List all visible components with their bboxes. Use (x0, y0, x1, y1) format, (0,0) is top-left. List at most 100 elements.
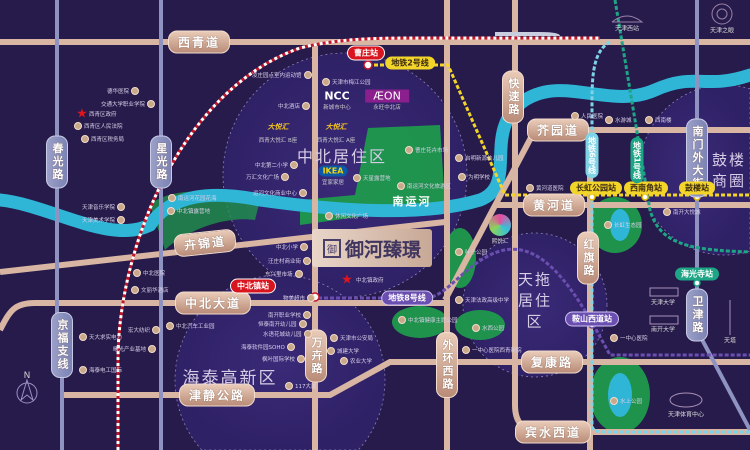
poi-label: 中北镇露营地 (167, 207, 210, 215)
poi-icon (300, 243, 309, 251)
poi-icon (147, 100, 156, 108)
poi-text: 交通大学职业学院 (101, 102, 146, 108)
station-zhongbeizhen[interactable]: 中北镇站 (230, 278, 276, 294)
nku-label: 南开大学 (650, 326, 676, 334)
poi-label: 中北汽车工业园 (166, 322, 215, 330)
station-changhong[interactable]: 长虹公园站 (570, 181, 622, 195)
poi-text: 凌庄园点室内运动馆 (252, 73, 302, 79)
poi-icon (299, 189, 308, 197)
road-label-chunguang: 春光路 (46, 135, 68, 189)
station-xinanjiao[interactable]: 西南角站 (624, 181, 668, 195)
poi-icon (455, 248, 463, 256)
poi-icon (152, 326, 161, 334)
zone-gulou: 鼓楼商圈 (711, 151, 746, 190)
poi-label: 凌庄园点室内运动馆 (252, 71, 312, 79)
poi-icon (307, 294, 316, 302)
poi-text: 一中心医院西青新院 (472, 348, 522, 354)
road-label-waihuan: 外环西路 (436, 332, 458, 398)
dayuehui-b-label: 西青大悦汇 B座 (258, 138, 298, 144)
poi-label: 城建大学 (327, 347, 359, 355)
poi-text: 西青区税务局 (91, 137, 125, 143)
xiyuehui-label: 熙悦汇 (491, 239, 509, 245)
poi-label: 文丽华酒店 (131, 286, 169, 294)
road-chunguang (55, 0, 64, 450)
poi-text: 为明学校 (468, 175, 491, 181)
poi-icon (645, 116, 653, 124)
poi-label: 启明新源幼儿园 (455, 154, 504, 162)
poi-text: 南运河文化旅游区 (407, 184, 452, 190)
poi-icon (325, 212, 333, 220)
poi-icon (131, 87, 140, 95)
zone-zhongbei: 中北居住区 (296, 147, 388, 166)
poi-label: 南运河文化旅游区 (397, 182, 451, 190)
poi-icon (303, 257, 312, 265)
poi-text: 德华医院 (107, 89, 130, 95)
green-shuixi (455, 310, 505, 340)
poi-label: 汪庄村商业街 (268, 257, 312, 265)
poi-icon (281, 173, 290, 181)
road-label-fukang: 复康路 (520, 350, 584, 374)
poi-label: 枫叶国际学校 (262, 355, 306, 363)
poi-icon (472, 324, 480, 332)
dayuehui-a-logo: 大悦汇 (325, 123, 347, 131)
poi-text: 中北镇政府 (356, 278, 384, 284)
poi-label: 天津音乐学院 (82, 203, 126, 211)
intercity-rail-dash (116, 36, 600, 450)
poi-text: 东兴里市场 (265, 272, 293, 278)
line-2-label: 地铁2号线 (385, 56, 435, 70)
train-icon (495, 32, 560, 36)
poi-icon (167, 207, 175, 215)
green-yezi (444, 228, 476, 288)
poi-label: 东兴里市场 (265, 270, 303, 278)
station-caozhuang[interactable]: 曹庄站 (347, 45, 385, 61)
district-circles (174, 52, 750, 450)
ncc-label: 新城市中心 (323, 105, 351, 111)
poi-label: 恒泰南开幼儿园 (258, 320, 307, 328)
poi-text: 一中心医院 (620, 336, 648, 342)
poi-label: 海泰电工国际 (79, 366, 122, 374)
compass-icon (16, 378, 38, 404)
poi-text: 117大厦 (295, 384, 317, 390)
poi-text: 枫叶国际学校 (262, 357, 296, 363)
poi-text: 万汇文化广场 (246, 175, 280, 181)
poi-label: 交通大学职业学院 (101, 100, 156, 108)
poi-text: 南开职业学校 (268, 313, 302, 319)
poi-icon (397, 182, 405, 190)
lake-changhong (610, 209, 630, 241)
poi-icon (285, 382, 293, 390)
tiantuo-district-circle (462, 232, 608, 378)
poi-label: 水语花城幼儿园 (263, 330, 312, 338)
poi-text: 叶子公园 (465, 250, 488, 256)
ikea-logo: IKEA (318, 165, 348, 177)
poi-label: 农业大学 (340, 357, 372, 365)
poi-text: 宏大纺织 (128, 328, 151, 334)
university-icons (649, 287, 703, 408)
station-haiguangsi[interactable]: 海光寺站 (675, 267, 719, 281)
poi-icon (604, 221, 612, 229)
station-anshanxidao[interactable]: 鞍山西道站 (565, 311, 619, 327)
station-gulou[interactable]: 鼓楼站 (679, 181, 715, 195)
poi-label: 一中心医院西青新院 (462, 346, 522, 354)
road-label-wanhui: 万卉路 (305, 329, 327, 383)
poi-icon (148, 345, 157, 353)
poi-text: 运河文化商业中心 (253, 191, 298, 197)
poi-icon (117, 216, 126, 224)
poi-text: 中北第二小学 (255, 163, 289, 169)
tianjin-eye-label: 天津之眼 (709, 27, 735, 35)
aeon-label: 永旺中北店 (373, 105, 401, 111)
lake-water-park (608, 373, 632, 417)
tju-label: 天津大学 (650, 299, 676, 307)
poi-label: 水游城 (605, 116, 632, 124)
poi-icon (610, 397, 618, 405)
road-label-weijin: 卫津路 (686, 288, 708, 342)
poi-icon (327, 347, 335, 355)
project-name: 御河臻璟 (344, 238, 421, 261)
poi-label: 天津市梅江公园 (322, 78, 371, 86)
road-label-xiqing: 西青道 (167, 30, 231, 54)
poi-text: 天星露营地 (363, 176, 391, 182)
poi-text: 水语花城幼儿园 (263, 332, 302, 338)
poi-label: 南开大悦城 (663, 208, 701, 216)
poi-label: 天津美术学院 (82, 216, 126, 224)
poi-label: 曹庄花卉市场 (405, 146, 448, 154)
